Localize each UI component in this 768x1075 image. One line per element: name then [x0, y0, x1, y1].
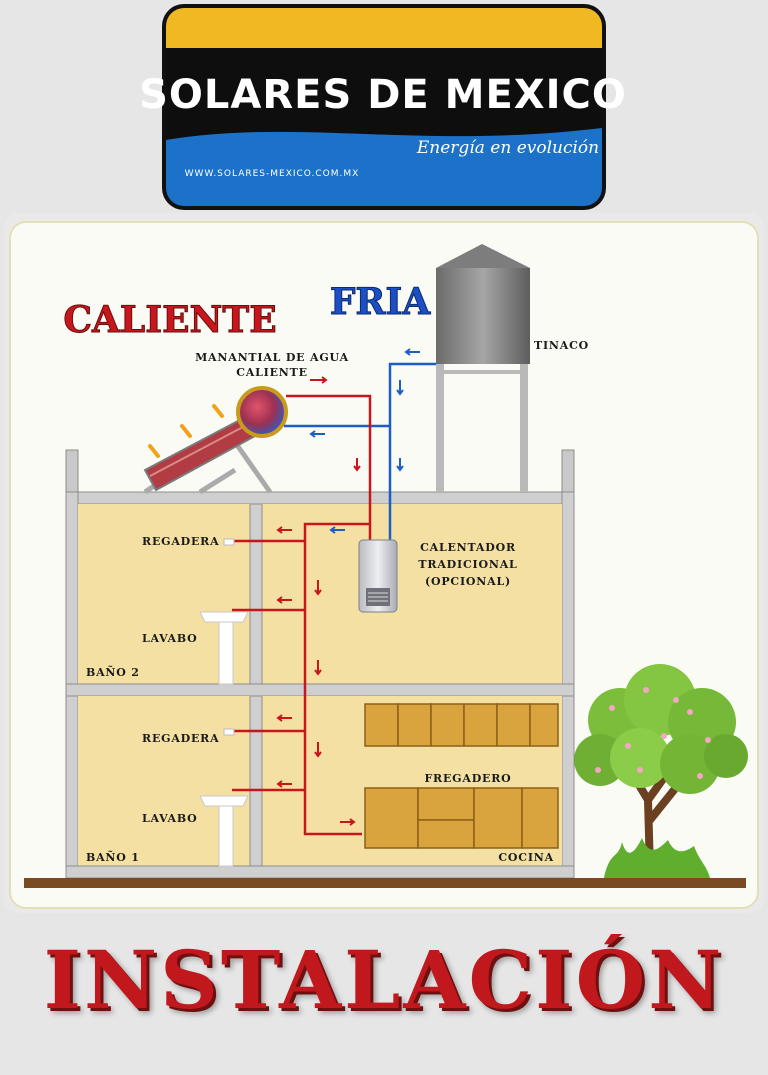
- kitchen-lower-cabinets: [364, 787, 559, 849]
- bath-1-label: BAÑO 1: [86, 850, 140, 864]
- tree-icon: [574, 664, 748, 878]
- bath-2-label: BAÑO 2: [86, 665, 140, 679]
- legend-hot: CALIENTE: [63, 299, 276, 341]
- heater-label-line3: (OPCIONAL): [425, 575, 511, 588]
- upper-room: [262, 504, 562, 684]
- logo-blue-wave: [166, 128, 602, 206]
- sun-rays-icon: [148, 404, 224, 458]
- kitchen-label: COCINA: [498, 851, 554, 864]
- kitchen-upper-cabinets: [364, 703, 559, 747]
- hot-water-pipes: [232, 394, 372, 836]
- installation-diagram: CALIENTE FRIA TINACO: [9, 221, 759, 909]
- logo-url: WWW.SOLARES-MEXICO.COM.MX: [185, 169, 360, 179]
- water-tank: [436, 244, 530, 492]
- spring-label-line1: MANANTIAL DE AGUA: [195, 351, 349, 364]
- tank-label: TINACO: [534, 339, 589, 352]
- shower-top-label: REGADERA: [142, 535, 219, 548]
- logo-brand-text: SOLARES DE MEXICO: [139, 72, 627, 118]
- heater-label-line2: TRADICIONAL: [418, 558, 517, 571]
- flow-arrows: [276, 348, 420, 826]
- brand-logo: SOLARES DE MEXICO Energía en evolución W…: [139, 4, 627, 210]
- heater-label-line1: CALENTADOR: [420, 541, 516, 554]
- sink-bottom-label: LAVABO: [142, 812, 198, 825]
- logo-gold-band: [166, 8, 602, 48]
- kitchen-sink-label: FREGADERO: [424, 772, 511, 785]
- legend-cold: FRIA: [330, 281, 431, 323]
- washbasin-bottom-icon: [199, 795, 249, 867]
- logo-slogan: Energía en evolución: [416, 138, 599, 158]
- cold-water-pipes: [284, 362, 436, 540]
- shower-head-top-icon: [223, 538, 235, 546]
- sink-top-label: LAVABO: [142, 632, 198, 645]
- page-title: INSTALACIÓN: [43, 933, 725, 1027]
- spring-label-line2: CALIENTE: [236, 366, 308, 379]
- solar-collector: [143, 386, 288, 495]
- traditional-heater: [358, 539, 398, 613]
- washbasin-top-icon: [199, 611, 249, 685]
- shower-head-bottom-icon: [223, 728, 235, 736]
- ground: [24, 878, 746, 888]
- building: [24, 449, 746, 888]
- shower-bottom-label: REGADERA: [142, 732, 219, 745]
